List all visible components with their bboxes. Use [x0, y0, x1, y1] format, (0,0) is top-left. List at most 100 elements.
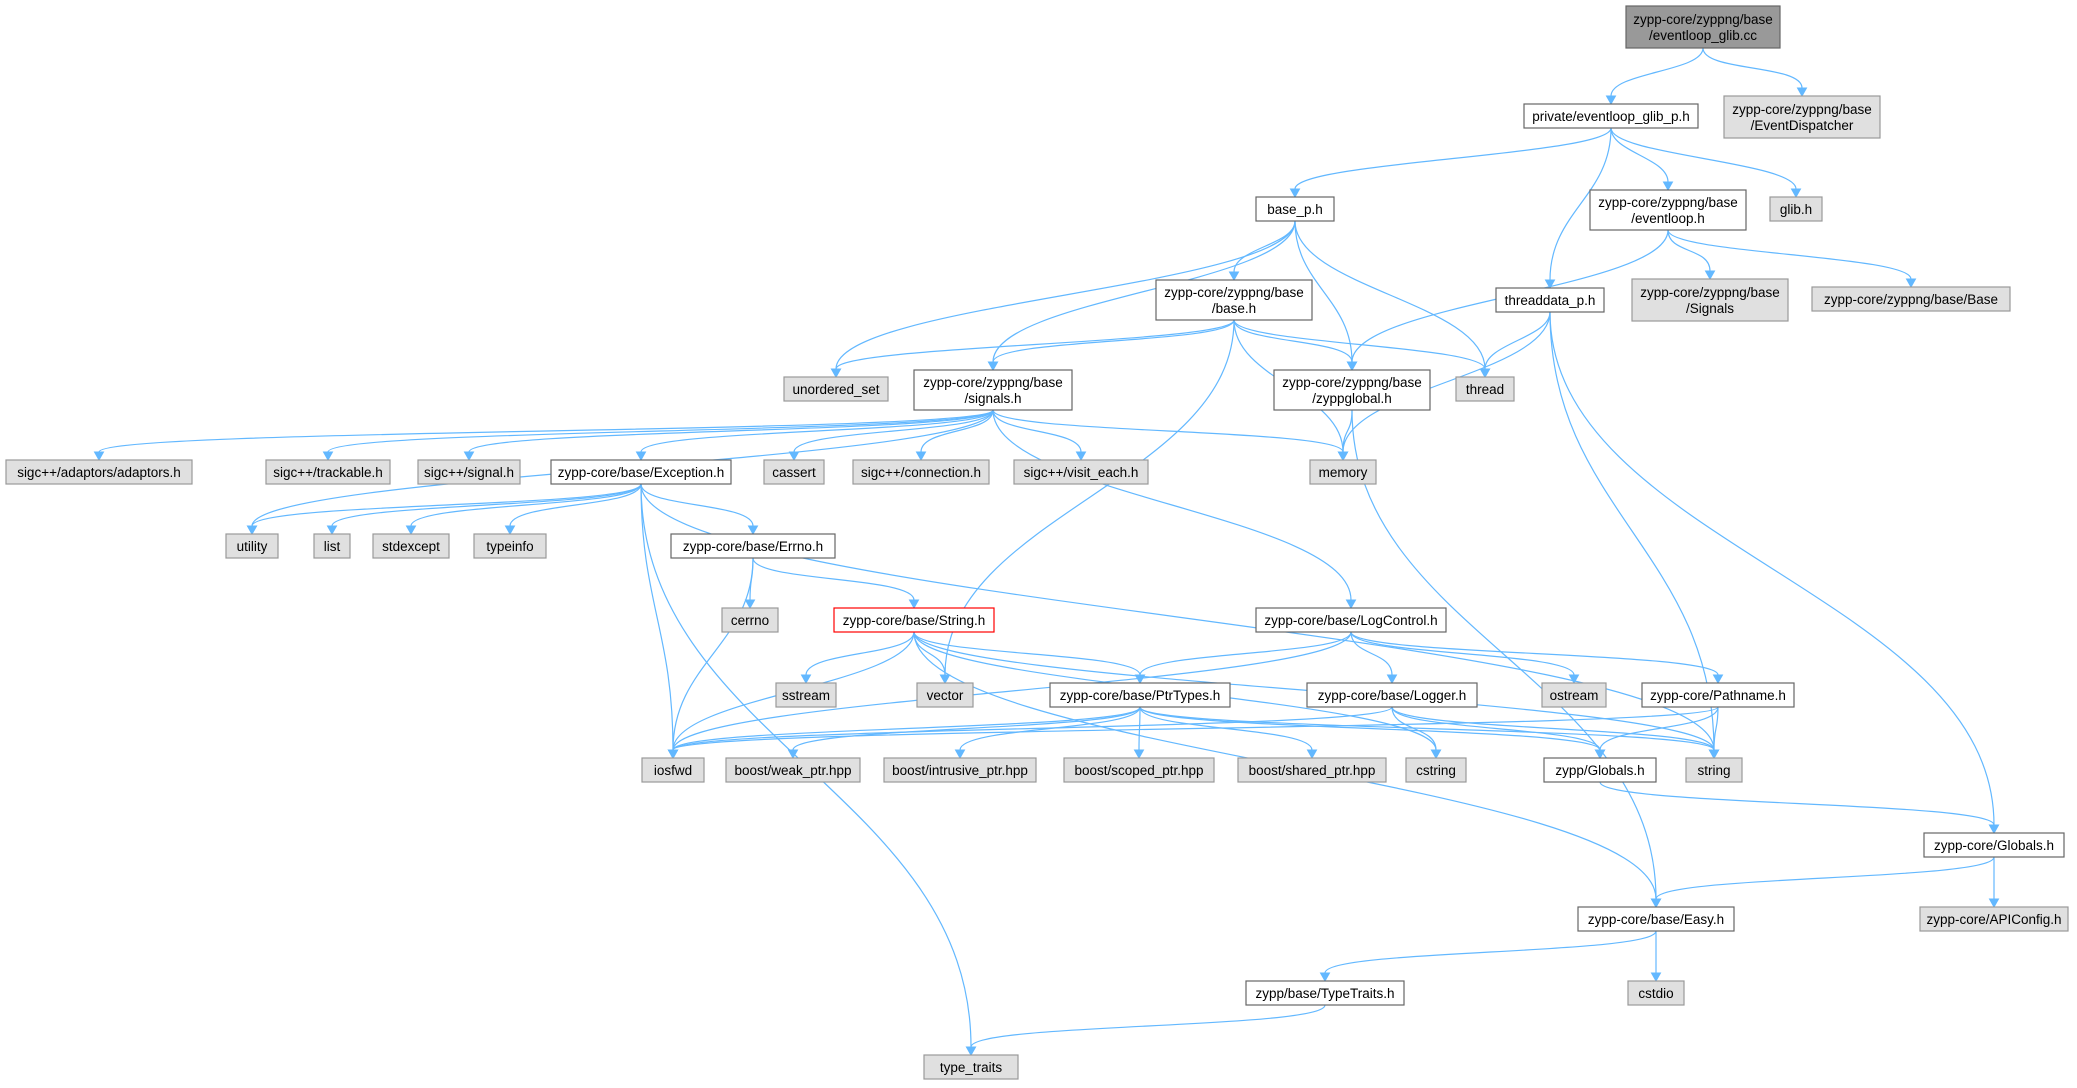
node-label: cstdio — [1638, 986, 1673, 1001]
node-glib_h: glib.h — [1769, 196, 1823, 222]
node-zyppng_signals_h[interactable]: zypp-core/zyppng/base/signals.h — [913, 369, 1073, 411]
node-box — [313, 533, 351, 559]
node-box — [1627, 980, 1685, 1006]
node-box — [265, 459, 391, 485]
node-zyppng_base_ext: zypp-core/zyppng/base/Base — [1811, 286, 2011, 312]
node-errno_h[interactable]: zypp-core/base/Errno.h — [670, 533, 836, 559]
node-ptrtypes_h[interactable]: zypp-core/base/PtrTypes.h — [1049, 682, 1231, 708]
edge-pathname_h-to-zypp_globals_h — [1594, 706, 1719, 760]
edge-eventloop_glib_p_h-to-glib_h — [1610, 127, 1802, 199]
node-zyppng_eventloop_h[interactable]: zypp-core/zyppng/base/eventloop.h — [1589, 189, 1747, 231]
node-zypp_globals_h[interactable]: zypp/Globals.h — [1543, 757, 1657, 783]
node-label: /zyppglobal.h — [1312, 391, 1392, 406]
edge-typetraits_h-to-type_traits — [965, 1004, 1326, 1057]
node-logcontrol_h[interactable]: zypp-core/base/LogControl.h — [1255, 607, 1447, 633]
node-label: zypp-core/zyppng/base — [1282, 375, 1422, 390]
node-type_traits: type_traits — [923, 1054, 1019, 1080]
node-box — [1589, 189, 1747, 231]
node-label: boost/weak_ptr.hpp — [734, 763, 851, 778]
node-box — [1811, 286, 2011, 312]
node-label: private/eventloop_glib_p.h — [1532, 109, 1690, 124]
node-box — [1541, 682, 1607, 708]
node-easy_h[interactable]: zypp-core/base/Easy.h — [1577, 906, 1735, 932]
node-eventloop_glib_p_h[interactable]: private/eventloop_glib_p.h — [1523, 103, 1699, 129]
node-label: stdexcept — [382, 539, 440, 554]
node-box — [1543, 757, 1657, 783]
edge-ptrtypes_h-to-boost_scoped_ptr — [1133, 706, 1145, 760]
node-box — [1577, 906, 1735, 932]
node-sigcpp_trackable: sigc++/trackable.h — [265, 459, 391, 485]
node-box — [1625, 5, 1781, 49]
node-vector: vector — [916, 682, 974, 708]
node-string_h[interactable]: zypp-core/base/String.h — [833, 607, 995, 633]
node-label: base_p.h — [1267, 202, 1323, 217]
node-label: thread — [1466, 382, 1504, 397]
node-label: boost/intrusive_ptr.hpp — [892, 763, 1028, 778]
node-box — [923, 1054, 1019, 1080]
node-zyppglobal_h[interactable]: zypp-core/zyppng/base/zyppglobal.h — [1273, 369, 1431, 411]
node-label: zypp-core/zyppng/base — [1164, 285, 1304, 300]
edge-eventloop_glib_cc-to-eventdispatcher — [1702, 47, 1808, 98]
node-box — [1049, 682, 1231, 708]
node-label: zypp-core/base/PtrTypes.h — [1060, 688, 1221, 703]
node-cerrno: cerrno — [721, 607, 779, 633]
edge-exception_h-to-errno_h — [640, 483, 759, 536]
node-exception_h[interactable]: zypp-core/base/Exception.h — [550, 459, 732, 485]
edge-easy_h-to-cstdio — [1650, 930, 1662, 983]
node-box — [417, 459, 521, 485]
node-label: unordered_set — [792, 382, 879, 397]
node-stdexcept: stdexcept — [372, 533, 450, 559]
node-cstring: cstring — [1405, 757, 1467, 783]
node-box — [1309, 459, 1377, 485]
node-eventloop_glib_cc[interactable]: zypp-core/zyppng/base/eventloop_glib.cc — [1625, 5, 1781, 49]
edge-logger_h-to-iosfwd — [667, 706, 1393, 760]
node-zyppng_signals_ext: zypp-core/zyppng/base/Signals — [1631, 278, 1789, 322]
node-typetraits_h[interactable]: zypp/base/TypeTraits.h — [1245, 980, 1405, 1006]
edge-zyppng_signals_h-to-sigcpp_visit_each — [992, 409, 1087, 462]
node-label: list — [324, 539, 341, 554]
node-base_p_h[interactable]: base_p.h — [1255, 196, 1335, 222]
node-utility: utility — [225, 533, 279, 559]
node-cassert: cassert — [763, 459, 825, 485]
edge-zyppng_eventloop_h-to-zyppng_signals_ext — [1667, 229, 1716, 281]
node-label: type_traits — [940, 1060, 1003, 1075]
node-box — [1063, 757, 1215, 783]
node-label: zypp-core/base/LogControl.h — [1264, 613, 1437, 628]
node-label: zypp-core/zyppng/base — [1633, 12, 1773, 27]
node-logger_h[interactable]: zypp-core/base/Logger.h — [1306, 682, 1478, 708]
node-threaddata_p_h[interactable]: threaddata_p.h — [1495, 287, 1605, 313]
node-box — [1255, 196, 1335, 222]
node-box — [5, 459, 193, 485]
node-box — [833, 607, 995, 633]
edges-layer — [93, 47, 2000, 1057]
node-box — [1155, 279, 1313, 321]
edge-logger_h-to-cstring — [1391, 706, 1442, 760]
node-label: zypp-core/base/Errno.h — [683, 539, 823, 554]
node-box — [1523, 103, 1699, 129]
edge-exception_h-to-stdexcept — [405, 483, 642, 536]
node-label: zypp-core/zyppng/base — [1640, 285, 1780, 300]
edge-pathname_h-to-iosfwd — [667, 706, 1719, 760]
node-box — [725, 757, 861, 783]
node-box — [1495, 287, 1605, 313]
edge-exception_h-to-list — [326, 483, 642, 536]
node-label: zypp-core/zyppng/base — [1598, 195, 1738, 210]
edge-exception_h-to-iosfwd — [640, 483, 679, 760]
node-iosfwd: iosfwd — [641, 757, 705, 783]
node-box — [1923, 832, 2065, 858]
node-box — [1455, 376, 1515, 402]
node-label: cerrno — [731, 613, 769, 628]
edge-zyppng_signals_h-to-sigcpp_adaptors — [93, 409, 994, 462]
node-label: zypp-core/zyppng/base/Base — [1824, 292, 1998, 307]
node-box — [1723, 95, 1881, 139]
node-label: zypp/base/TypeTraits.h — [1255, 986, 1394, 1001]
node-box — [1255, 607, 1447, 633]
node-pathname_h[interactable]: zypp-core/Pathname.h — [1641, 682, 1795, 708]
edge-exception_h-to-utility — [246, 483, 642, 536]
node-label: vector — [927, 688, 964, 703]
node-label: sigc++/signal.h — [424, 465, 514, 480]
edge-zyppng_signals_h-to-sigcpp_signal — [463, 409, 994, 462]
node-core_globals_h[interactable]: zypp-core/Globals.h — [1923, 832, 2065, 858]
node-zyppng_base_h[interactable]: zypp-core/zyppng/base/base.h — [1155, 279, 1313, 321]
